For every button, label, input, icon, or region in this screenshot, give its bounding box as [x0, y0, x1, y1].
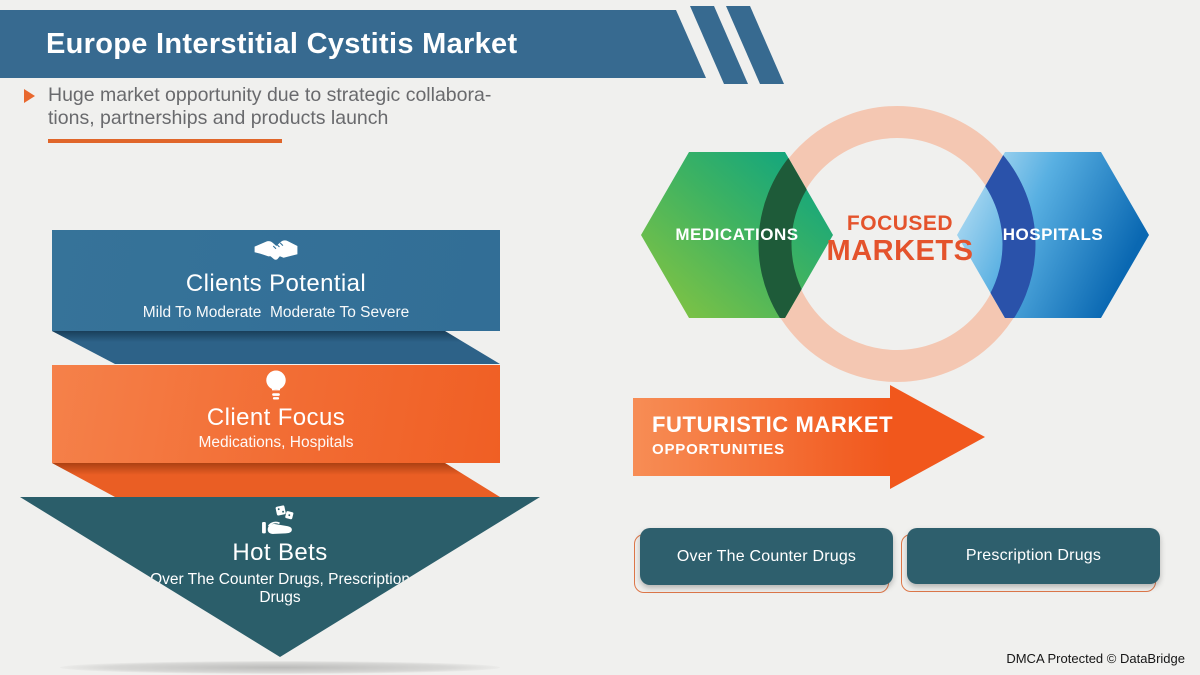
- focused-markets-line2: MARKETS: [826, 235, 974, 267]
- otc-drugs-button-label: Over The Counter Drugs: [676, 547, 857, 565]
- prescription-drugs-button-label: Prescription Drugs: [965, 547, 1102, 564]
- futuristic-market-arrowhead: [890, 385, 985, 489]
- funnel-shadow: [60, 661, 500, 674]
- focused-markets-title: FOCUSED MARKETS: [810, 212, 990, 266]
- lightbulb-icon: [52, 370, 500, 403]
- funnel-level-title: Client Focus: [206, 404, 346, 431]
- hexagon-medications: MEDICATIONS: [641, 152, 833, 318]
- futuristic-market-arrow: [633, 398, 891, 476]
- hexagon-hospitals: HOSPITALS: [957, 152, 1149, 318]
- header-banner: Europe Interstitial Cystitis Market: [0, 10, 706, 78]
- futuristic-market-line1: FUTURISTIC MARKET: [652, 412, 894, 437]
- prescription-drugs-button[interactable]: Prescription Drugs: [907, 528, 1160, 584]
- funnel-fold-blue: [52, 331, 500, 364]
- funnel-level-hot-bets: Hot Bets Over The Counter Drugs, Prescri…: [20, 497, 540, 657]
- hexagon-medications-label: MEDICATIONS: [675, 225, 799, 244]
- page-title: Europe Interstitial Cystitis Market: [46, 28, 518, 60]
- subtitle-line-1: Huge market opportunity due to strategic…: [48, 84, 492, 106]
- funnel-level-subtitle: Medications, Hospitals: [198, 434, 354, 451]
- subtitle-underline: [48, 139, 282, 143]
- hand-dice-icon: [20, 505, 540, 537]
- hexagon-hospitals-label: HOSPITALS: [1002, 225, 1104, 244]
- subtitle-line-2: tions, partnerships and products launch: [48, 107, 389, 129]
- focused-markets-line1: FOCUSED: [846, 212, 954, 235]
- funnel-level-subtitle: Over The Counter Drugs, Prescription Dru…: [150, 571, 410, 606]
- bullet-arrow-icon: [24, 89, 35, 103]
- funnel-level-clients-potential: Clients Potential Mild To Moderate Moder…: [52, 230, 500, 331]
- funnel-level-title: Clients Potential: [185, 270, 367, 297]
- futuristic-market-line2: OPPORTUNITIES: [652, 441, 785, 458]
- otc-drugs-button[interactable]: Over The Counter Drugs: [640, 528, 893, 585]
- funnel-level-client-focus: Client Focus Medications, Hospitals: [52, 365, 500, 463]
- page-subtitle: Huge market opportunity due to strategic…: [48, 84, 588, 130]
- dmca-notice: DMCA Protected © DataBridge: [1006, 651, 1185, 666]
- funnel-level-subtitle: Mild To Moderate Moderate To Severe: [142, 304, 410, 321]
- funnel-fold-orange: [52, 463, 500, 497]
- funnel-level-title: Hot Bets: [232, 539, 328, 566]
- handshake-icon: [52, 237, 500, 267]
